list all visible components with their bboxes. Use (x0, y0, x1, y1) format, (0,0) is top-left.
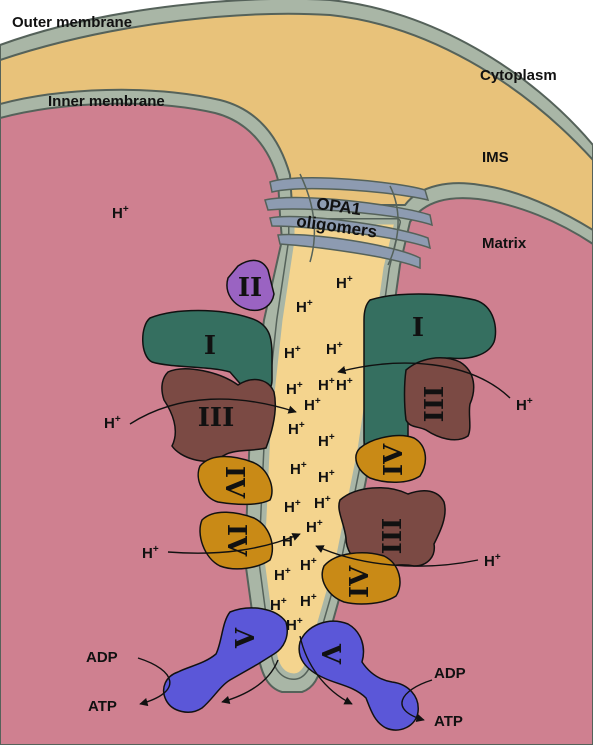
complex-3-right-lower-label: III (375, 518, 405, 555)
complex-4-left-upper-label: IV (219, 466, 249, 499)
complex-3-left: III (162, 369, 275, 461)
atp-label-left: ATP (88, 698, 117, 715)
adp-label-right: ADP (434, 665, 466, 682)
outer-membrane-label: Outer membrane (12, 14, 132, 31)
complex-5-right-label: V (315, 643, 345, 665)
complex-4-right-upper-label: IV (379, 443, 409, 476)
complex-3-left-label: III (198, 403, 235, 433)
matrix-label: Matrix (482, 235, 527, 252)
complex-1-right-label: I (412, 313, 424, 343)
cytoplasm-label: Cytoplasm (480, 67, 557, 84)
complex-3-right-upper-label: III (417, 386, 447, 423)
atp-label-right: ATP (434, 713, 463, 730)
adp-label-left: ADP (86, 649, 118, 666)
inner-membrane-label: Inner membrane (48, 93, 165, 110)
complex-5-left-label: V (231, 627, 261, 649)
ims-label: IMS (482, 149, 509, 166)
complex-1-left-label: I (204, 331, 216, 361)
complex-2-label: II (238, 273, 262, 303)
complex-4-right-lower-label: IV (345, 565, 375, 598)
